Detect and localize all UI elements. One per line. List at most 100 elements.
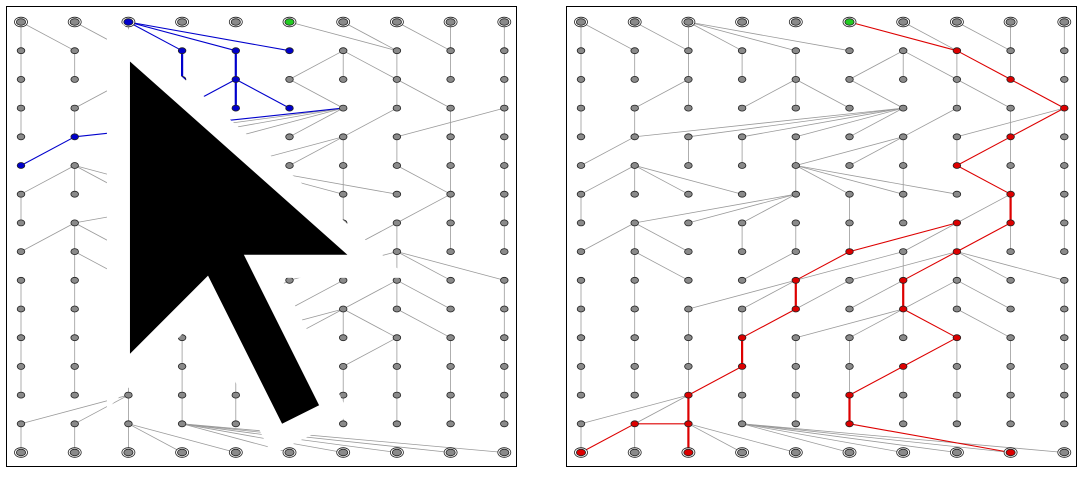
graph-node[interactable]: [952, 190, 962, 198]
graph-node[interactable]: [177, 420, 187, 428]
graph-node[interactable]: [231, 362, 240, 370]
graph-node[interactable]: [285, 420, 294, 428]
highlighted-node[interactable]: [231, 104, 240, 112]
graph-node[interactable]: [392, 248, 402, 256]
graph-node[interactable]: [392, 190, 402, 198]
graph-node[interactable]: [1060, 391, 1069, 399]
graph-node[interactable]: [790, 18, 801, 26]
graph-node[interactable]: [446, 420, 455, 428]
graph-node[interactable]: [1060, 219, 1069, 227]
graph-node[interactable]: [391, 18, 402, 26]
graph-node[interactable]: [70, 47, 79, 55]
graph-node[interactable]: [1060, 248, 1069, 256]
graph-node[interactable]: [500, 219, 509, 227]
highlighted-node[interactable]: [791, 305, 800, 313]
graph-node[interactable]: [1006, 391, 1015, 399]
graph-node[interactable]: [791, 47, 800, 55]
graph-node[interactable]: [630, 391, 639, 399]
graph-node[interactable]: [339, 104, 348, 112]
graph-node[interactable]: [1060, 276, 1069, 284]
graph-node[interactable]: [339, 391, 348, 399]
graph-node[interactable]: [1059, 18, 1070, 26]
graph-node[interactable]: [446, 362, 455, 370]
graph-node[interactable]: [630, 362, 639, 370]
graph-node[interactable]: [446, 219, 455, 227]
graph-node[interactable]: [124, 362, 133, 370]
graph-node[interactable]: [576, 190, 586, 198]
graph-node[interactable]: [392, 362, 402, 370]
highlighted-node[interactable]: [1005, 448, 1016, 457]
graph-node[interactable]: [845, 276, 854, 284]
graph-node[interactable]: [499, 448, 510, 457]
graph-node[interactable]: [392, 133, 402, 141]
graph-node[interactable]: [1006, 162, 1015, 169]
graph-node[interactable]: [177, 133, 187, 141]
graph-node[interactable]: [339, 276, 348, 284]
graph-node[interactable]: [500, 248, 509, 256]
graph-node[interactable]: [737, 104, 747, 112]
graph-node[interactable]: [124, 391, 133, 399]
graph-node[interactable]: [124, 219, 133, 227]
graph-node[interactable]: [898, 18, 909, 26]
highlighted-node[interactable]: [123, 18, 134, 26]
graph-node[interactable]: [1006, 305, 1015, 313]
graph-node[interactable]: [446, 248, 455, 256]
graph-node[interactable]: [70, 190, 79, 198]
highlighted-node[interactable]: [737, 334, 747, 342]
graph-node[interactable]: [1006, 334, 1015, 342]
graph-node[interactable]: [339, 76, 348, 83]
graph-node[interactable]: [1006, 276, 1015, 284]
graph-node[interactable]: [737, 162, 747, 169]
graph-node[interactable]: [285, 334, 294, 342]
highlighted-node[interactable]: [1060, 104, 1069, 112]
graph-node[interactable]: [338, 18, 349, 26]
graph-node[interactable]: [899, 104, 908, 112]
graph-node[interactable]: [70, 420, 79, 428]
graph-node[interactable]: [285, 162, 294, 169]
graph-node[interactable]: [124, 76, 133, 83]
graph-node[interactable]: [737, 76, 747, 83]
left-graph-canvas[interactable]: [7, 7, 518, 468]
graph-node[interactable]: [231, 248, 240, 256]
graph-node[interactable]: [684, 276, 693, 284]
graph-node[interactable]: [737, 420, 747, 428]
graph-node[interactable]: [576, 47, 586, 55]
graph-node[interactable]: [16, 248, 26, 256]
graph-node[interactable]: [284, 448, 295, 457]
graph-node[interactable]: [231, 334, 240, 342]
graph-node[interactable]: [446, 334, 455, 342]
graph-node[interactable]: [845, 219, 854, 227]
graph-node[interactable]: [791, 362, 800, 370]
graph-node[interactable]: [1006, 47, 1015, 55]
graph-node[interactable]: [845, 47, 854, 55]
graph-node[interactable]: [1060, 305, 1069, 313]
graph-node[interactable]: [952, 104, 962, 112]
graph-node[interactable]: [630, 248, 639, 256]
graph-node[interactable]: [177, 305, 187, 313]
highlighted-node[interactable]: [899, 305, 908, 313]
graph-node[interactable]: [684, 162, 693, 169]
graph-node[interactable]: [737, 305, 747, 313]
graph-node[interactable]: [576, 334, 586, 342]
start-node[interactable]: [284, 18, 295, 26]
graph-node[interactable]: [500, 47, 509, 55]
graph-node[interactable]: [446, 104, 455, 112]
highlighted-node[interactable]: [231, 47, 240, 55]
graph-node[interactable]: [737, 448, 748, 457]
graph-node[interactable]: [1005, 18, 1016, 26]
graph-node[interactable]: [70, 248, 79, 256]
graph-node[interactable]: [70, 276, 79, 284]
graph-node[interactable]: [70, 219, 79, 227]
graph-node[interactable]: [231, 276, 240, 284]
highlighted-node[interactable]: [177, 47, 187, 55]
graph-node[interactable]: [630, 104, 639, 112]
graph-node[interactable]: [1060, 47, 1069, 55]
graph-node[interactable]: [630, 305, 639, 313]
graph-node[interactable]: [124, 162, 133, 169]
highlighted-node[interactable]: [575, 448, 586, 457]
graph-node[interactable]: [791, 162, 800, 169]
graph-node[interactable]: [16, 219, 26, 227]
graph-node[interactable]: [737, 133, 747, 141]
graph-node[interactable]: [951, 18, 962, 26]
graph-node[interactable]: [791, 104, 800, 112]
